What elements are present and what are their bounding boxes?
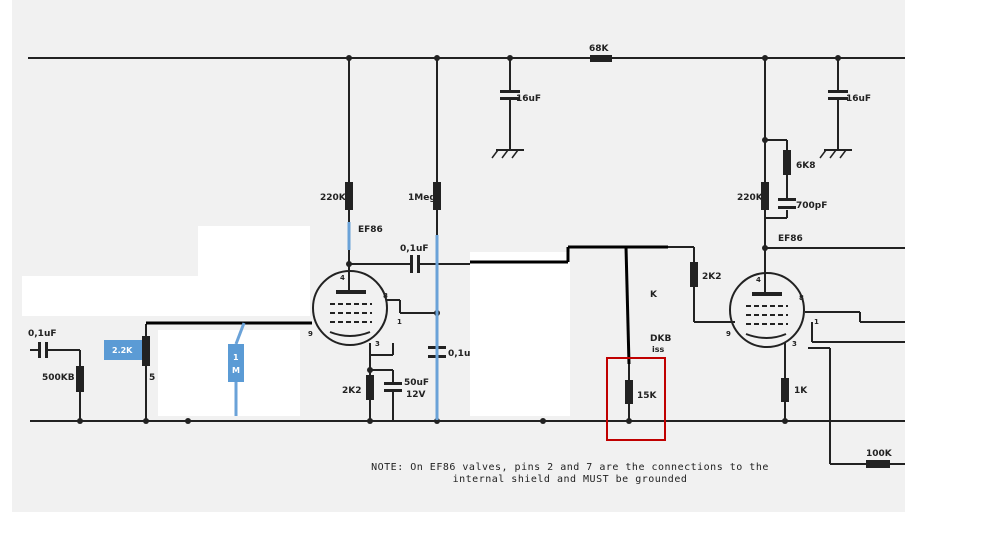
ground-b-2: [829, 149, 837, 159]
cap-16uf-a-plate2: [500, 97, 520, 100]
cap-01uf-input-p2: [45, 342, 48, 358]
ef86-valve-a: [312, 270, 388, 346]
pin-8-a: 8: [383, 292, 388, 300]
junction: [626, 418, 632, 424]
resistor-15k: [625, 380, 633, 404]
cap-01uf-coupling-p1: [410, 255, 413, 273]
note-line-2: internal shield and MUST be grounded: [452, 474, 688, 485]
ground-b-1: [819, 149, 827, 159]
label-16uf-b: 16uF: [846, 94, 871, 104]
label-1meg: 1Meg: [408, 193, 436, 203]
label-500kb: 500KB: [42, 373, 75, 383]
junction: [143, 418, 149, 424]
junction: [762, 55, 768, 61]
label-16uf-a: 16uF: [516, 94, 541, 104]
label-blue-2k2: 2.2K: [112, 346, 133, 355]
label-dkb: DKB: [650, 334, 671, 344]
pin-8-b: 8: [799, 294, 804, 302]
junction: [434, 55, 440, 61]
cap-700pf-p2: [778, 206, 796, 209]
pin-9-b: 9: [726, 330, 731, 338]
label-1k: 1K: [794, 386, 808, 396]
label-68k: 68K: [589, 44, 610, 54]
junction: [782, 418, 788, 424]
junction: [540, 418, 546, 424]
cap-16uf-a-plate1: [500, 90, 520, 93]
overlay-whiteouts: [22, 226, 570, 416]
junction: [835, 55, 841, 61]
overlay-edits: [104, 222, 668, 441]
pin-4-b: 4: [756, 276, 761, 284]
junction: [346, 55, 352, 61]
cap-50uf-p2: [384, 389, 402, 392]
pin-3-b: 3: [792, 340, 797, 348]
junction: [762, 245, 768, 251]
label-220k-a: 220K: [320, 193, 347, 203]
note-line-1: NOTE: On EF86 valves, pins 2 and 7 are t…: [371, 462, 769, 473]
pot-500kb: [76, 366, 84, 392]
label-50uf: 50uF: [404, 378, 429, 388]
resistor-100k: [866, 460, 890, 468]
label-ef86-a: EF86: [358, 225, 383, 235]
junction: [185, 418, 191, 424]
junction: [367, 418, 373, 424]
label-blue-1m-digit: 1: [233, 353, 239, 362]
label-12v: 12V: [406, 390, 426, 400]
cap-16uf-b-plate2: [828, 97, 848, 100]
label-blue-1m-unit: M: [232, 366, 240, 375]
junction: [367, 367, 373, 373]
resistor-68k: [590, 55, 612, 62]
label-k: K: [650, 290, 658, 300]
resistor-220k-a: [345, 182, 353, 210]
junction: [762, 137, 768, 143]
cap-01uf-input-p1: [38, 342, 41, 358]
resistor-input: [142, 336, 150, 366]
label-2k2-b: 2K2: [702, 272, 722, 282]
label-01uf-input: 0,1uF: [28, 329, 57, 339]
cap-16uf-b-plate1: [828, 90, 848, 93]
printed-components: [38, 55, 890, 468]
junction: [346, 261, 352, 267]
ground-b-3: [839, 149, 847, 159]
label-ef86-b: EF86: [778, 234, 803, 244]
pin-3-a: 3: [375, 340, 380, 348]
resistor-6k8: [783, 150, 791, 175]
resistor-2k2-a: [366, 375, 374, 400]
resistor-1meg: [433, 182, 441, 210]
ground-a-1: [491, 149, 499, 159]
resistor-220k-b: [761, 182, 769, 210]
paper-scan: [12, 0, 905, 512]
label-01uf-coupling: 0,1uF: [400, 244, 429, 254]
ground-a-2: [501, 149, 509, 159]
label-partial-5: 5: [149, 373, 155, 383]
cap-01uf-coupling-p2: [417, 255, 420, 273]
schematic-note: NOTE: On EF86 valves, pins 2 and 7 are t…: [300, 462, 840, 486]
junction: [77, 418, 83, 424]
resistor-2k2-b: [690, 262, 698, 287]
cap-50uf-p1: [384, 382, 402, 385]
junction: [507, 55, 513, 61]
ef86-valve-b: [729, 272, 805, 348]
pin-4-a: 4: [340, 274, 345, 282]
label-220k-b: 220K: [737, 193, 764, 203]
blue-resistor-1m: [228, 344, 244, 382]
label-01uf-screen: 0,1u: [448, 349, 470, 359]
label-2k2-a: 2K2: [342, 386, 362, 396]
cap-700pf-p1: [778, 198, 796, 201]
label-iss: iss: [652, 345, 665, 354]
label-6k8: 6K8: [796, 161, 816, 171]
blue-resistor-2k2: [104, 340, 142, 360]
pin-1-a: 1: [397, 318, 402, 326]
label-15k: 15K: [637, 391, 658, 401]
label-700pf: 700pF: [796, 201, 827, 211]
resistor-1k: [781, 378, 789, 402]
ground-a-3: [511, 149, 519, 159]
pin-1-b: 1: [814, 318, 819, 326]
label-100k: 100K: [866, 449, 893, 459]
pin-9-a: 9: [308, 330, 313, 338]
highlight-box-15k: [606, 357, 666, 441]
